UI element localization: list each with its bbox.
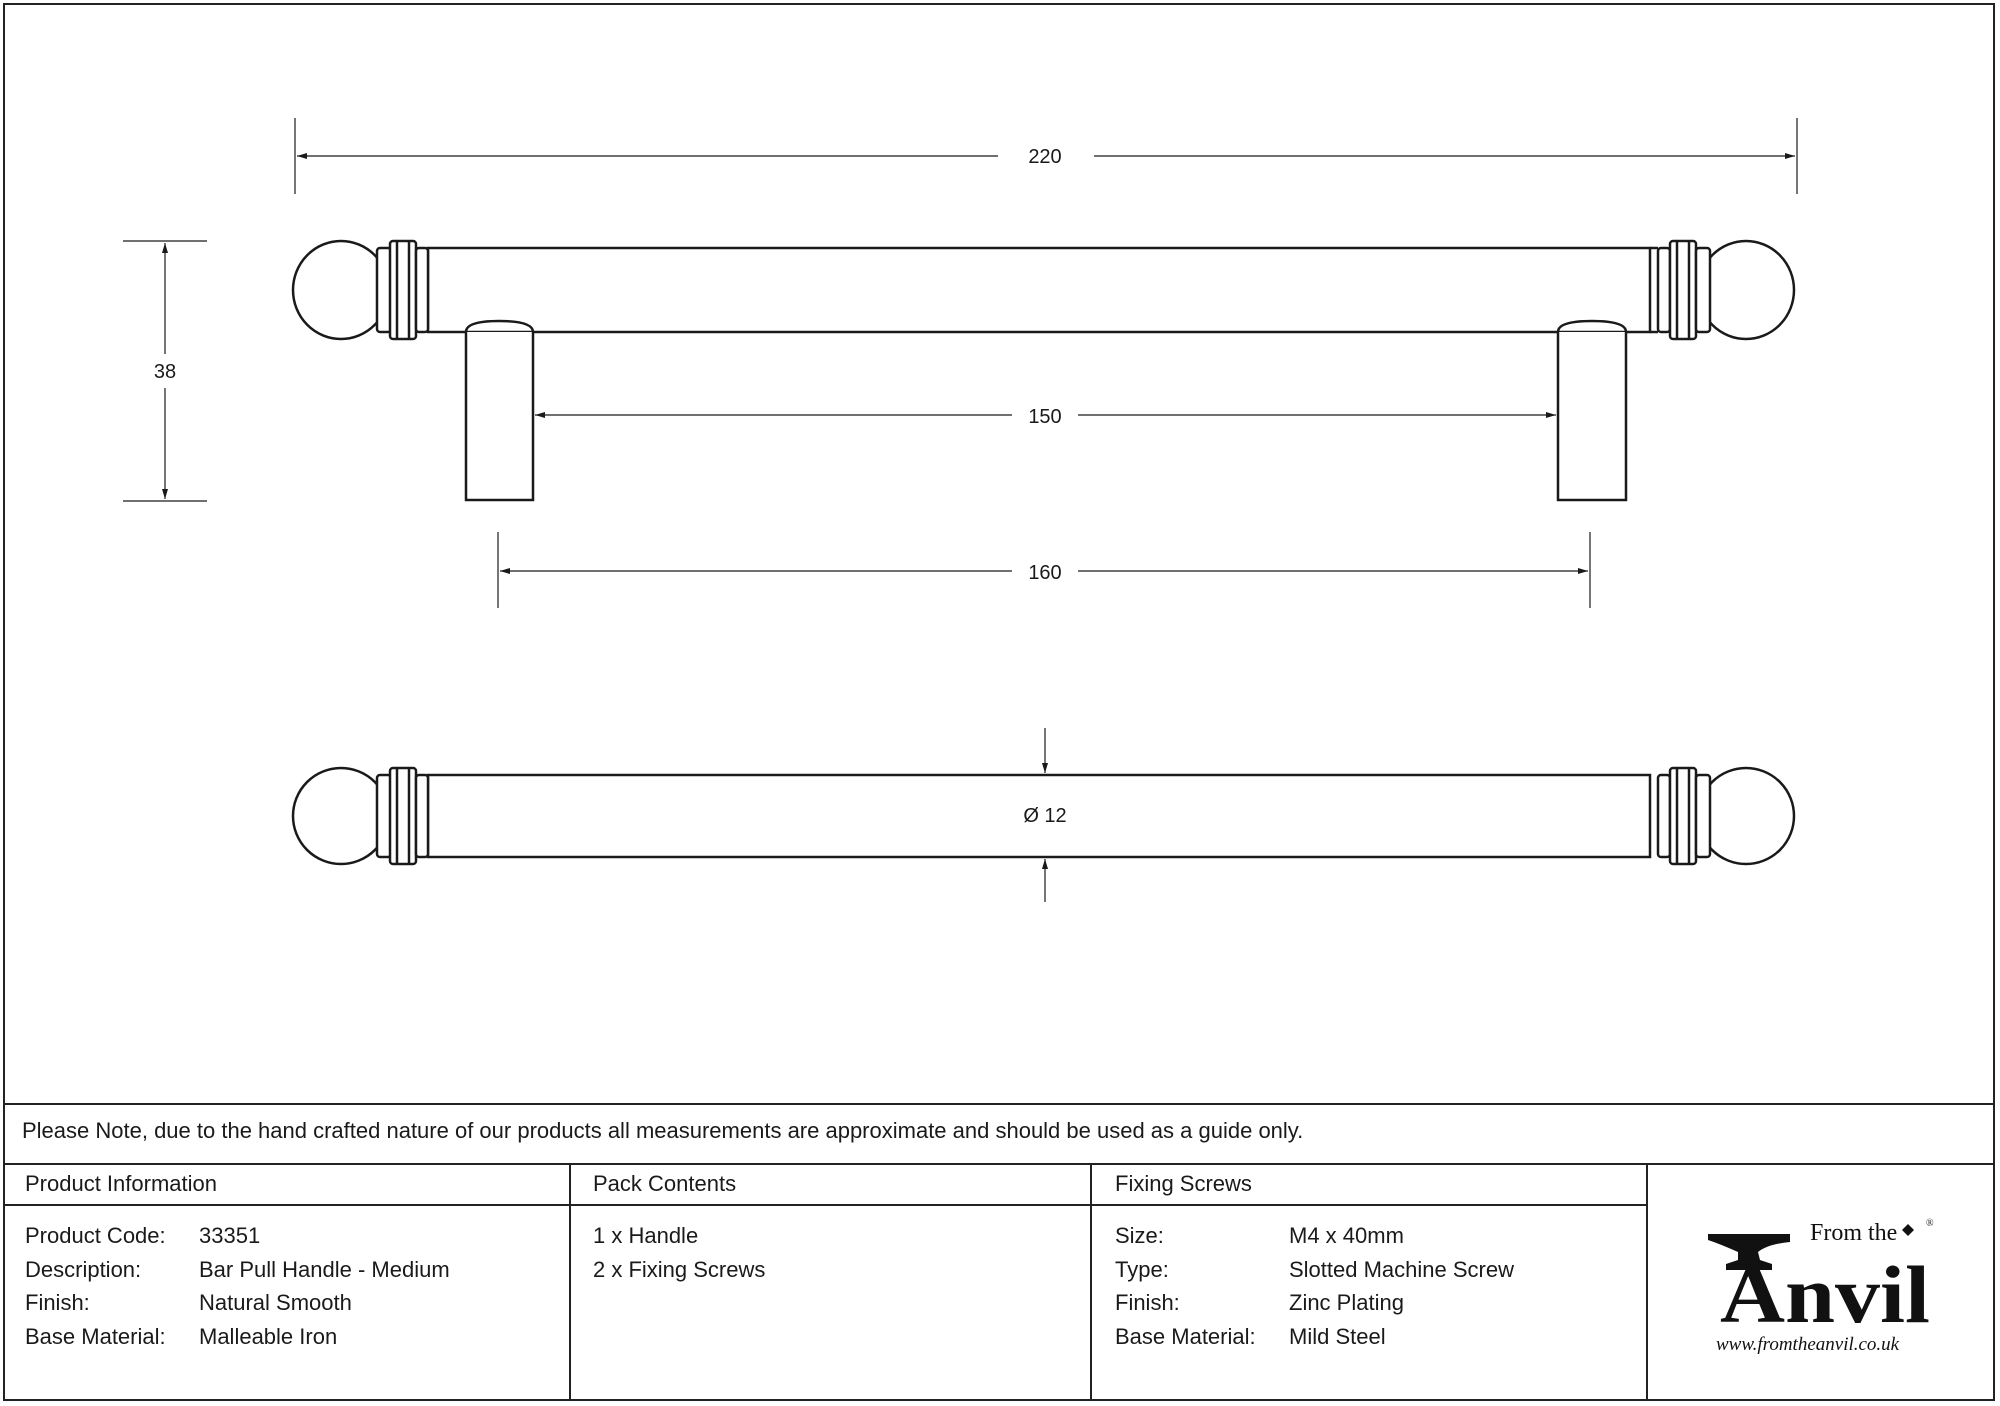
handle-bar-top xyxy=(426,773,1652,859)
base-material-label: Base Material: xyxy=(25,1324,166,1349)
anvil-icon xyxy=(1708,1234,1790,1270)
diamond-icon xyxy=(1902,1224,1914,1236)
from-the-anvil-logo: From the ® Anvil www.fromtheanvil.co.uk xyxy=(1708,1218,1934,1355)
pack-item: 2 x Fixing Screws xyxy=(593,1257,766,1282)
right-foot xyxy=(1556,332,1628,502)
dim-diameter: Ø 12 xyxy=(1023,805,1066,827)
screw-size-value: M4 x 40mm xyxy=(1289,1223,1404,1248)
logo-anvil-wordmark: Anvil xyxy=(1720,1249,1930,1340)
left-foot xyxy=(464,332,535,502)
finish-label: Finish: xyxy=(25,1290,90,1315)
screw-type-label: Type: xyxy=(1115,1257,1169,1282)
screw-size-label: Size: xyxy=(1115,1223,1164,1248)
finish-value: Natural Smooth xyxy=(199,1290,352,1315)
right-collar xyxy=(1668,239,1698,341)
dim-overall-length: 220 xyxy=(1028,146,1061,168)
divider xyxy=(1090,1163,1092,1401)
logo-url: www.fromtheanvil.co.uk xyxy=(1716,1334,1900,1355)
right-knob-top xyxy=(1696,766,1796,866)
dim-inner-gap: 150 xyxy=(1028,406,1061,428)
pack-contents-heading: Pack Contents xyxy=(593,1171,737,1196)
left-knob xyxy=(291,239,391,341)
info-panel xyxy=(3,1103,1995,1401)
fixing-screws-heading: Fixing Screws xyxy=(1115,1171,1252,1196)
right-ring-inner xyxy=(1656,246,1672,334)
handle-side-view xyxy=(291,239,1796,502)
description-value: Bar Pull Handle - Medium xyxy=(199,1257,450,1282)
divider xyxy=(1646,1163,1648,1401)
product-code-value: 33351 xyxy=(199,1223,261,1248)
right-ring-outer xyxy=(1694,246,1712,334)
product-code-label: Product Code: xyxy=(25,1223,166,1248)
description-label: Description: xyxy=(25,1257,142,1282)
dim-centres: 160 xyxy=(1028,562,1061,584)
handle-bar xyxy=(426,246,1652,334)
right-foot-top xyxy=(1556,319,1628,333)
screw-type-value: Slotted Machine Screw xyxy=(1289,1257,1514,1282)
screw-material-value: Mild Steel xyxy=(1289,1324,1386,1349)
technical-drawing: 220 38 150 160 Ø 12 xyxy=(123,118,1798,902)
left-knob-top xyxy=(291,766,391,866)
measurement-note: Please Note, due to the hand crafted nat… xyxy=(22,1118,1304,1143)
left-foot-top xyxy=(464,319,535,333)
right-knob xyxy=(1696,239,1796,341)
screw-finish-value: Zinc Plating xyxy=(1289,1290,1404,1315)
screw-material-label: Base Material: xyxy=(1115,1324,1256,1349)
logo-from-the: From the xyxy=(1810,1220,1897,1246)
handle-top-view xyxy=(291,766,1796,866)
product-info-heading: Product Information xyxy=(25,1171,217,1196)
left-ring-inner xyxy=(414,246,430,334)
drawing-frame xyxy=(3,3,1995,1401)
base-material-value: Malleable Iron xyxy=(199,1324,338,1349)
screw-finish-label: Finish: xyxy=(1115,1290,1180,1315)
pack-item: 1 x Handle xyxy=(593,1223,699,1248)
left-collar xyxy=(388,239,418,341)
divider xyxy=(3,1163,1995,1165)
dim-height: 38 xyxy=(154,361,176,383)
divider xyxy=(3,1204,1648,1206)
divider xyxy=(569,1163,571,1401)
registered-mark: ® xyxy=(1926,1218,1934,1229)
